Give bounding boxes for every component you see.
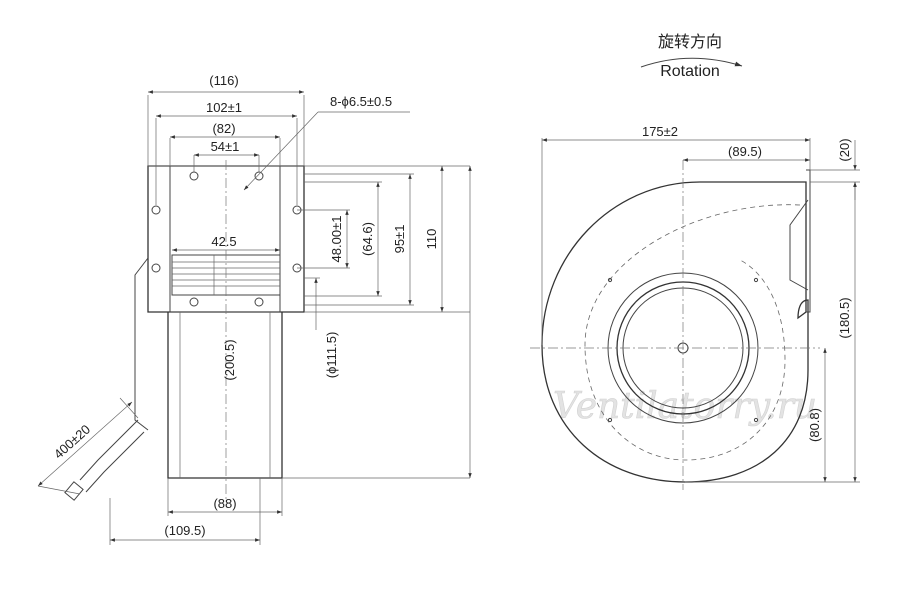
mount-hole — [254, 297, 264, 307]
scroll-housing — [541, 181, 809, 483]
dim-116: (116) — [209, 73, 238, 88]
dim-109-5: (109.5) — [164, 523, 205, 538]
mount-hole — [254, 171, 264, 181]
dim-175: 175±2 — [642, 124, 678, 139]
watermark: Ventilatorry.ru — [553, 386, 817, 427]
dim-200-5: (200.5) — [222, 339, 237, 380]
mount-hole — [189, 171, 199, 181]
mount-hole — [189, 297, 199, 307]
dim-20: (20) — [837, 138, 852, 161]
cable-plug — [64, 481, 84, 501]
rotation-label-cn: 旋转方向 — [658, 33, 722, 51]
dim-95: 95±1 — [392, 225, 407, 254]
rotation-label-en: Rotation — [660, 63, 720, 80]
dim-48: 48.00±1 — [329, 216, 344, 263]
outlet-flange — [806, 169, 811, 313]
mount-hole — [151, 263, 161, 273]
dim-88: (88) — [213, 496, 236, 511]
dim-64-6: (64.6) — [360, 222, 375, 256]
dim-42-5: 42.5 — [211, 234, 236, 249]
dim-80-8: (80.8) — [807, 408, 822, 442]
dim-phi-111-5: (ϕ111.5) — [324, 332, 339, 379]
side-view: 175±2 (89.5) (20) (180.5) (80.8) — [530, 124, 860, 490]
dim-82: (82) — [212, 121, 235, 136]
rotation-arrow — [640, 57, 743, 68]
dim-110: 110 — [424, 229, 439, 250]
dim-102: 102±1 — [206, 100, 242, 115]
rotation-indicator: 旋转方向 Rotation — [640, 33, 743, 80]
inner-scroll — [584, 204, 801, 461]
dim-180-5: (180.5) — [837, 297, 852, 338]
dim-hole-callout: 8-ϕ6.5±0.5 — [330, 94, 392, 109]
front-view: (116) 102±1 (82) 54±1 8-ϕ6.5±0.5 42.5 48… — [37, 73, 472, 545]
dim-54: 54±1 — [211, 139, 240, 154]
housing-body — [167, 312, 283, 479]
dim-89-5: (89.5) — [728, 144, 762, 159]
mount-hole — [151, 205, 161, 215]
